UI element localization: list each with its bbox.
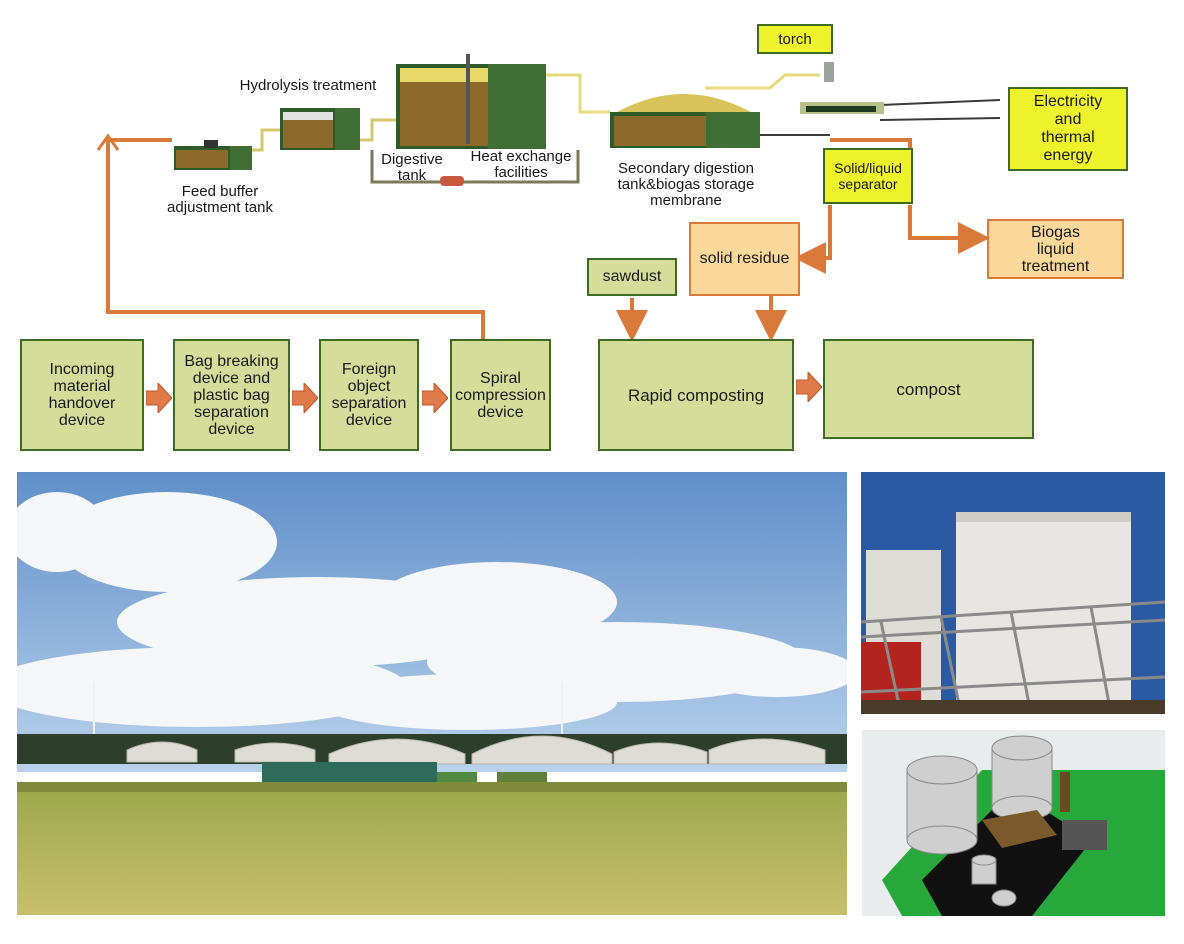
torch-label: torch: [778, 30, 812, 48]
plant-3d-model-render: [862, 730, 1165, 916]
line-to-biogas-liquid: [908, 205, 990, 254]
sawdust-box: sawdust: [587, 258, 677, 296]
label-heat-exchange: Heat exchange facilities: [470, 148, 572, 181]
label-feed-buffer-tank: Feed buffer adjustment tank: [167, 183, 273, 216]
secondary-digestion-tank: [610, 94, 760, 148]
solid-residue-label: solid residue: [699, 250, 790, 267]
arrow-right-icon: [292, 383, 318, 413]
process-diagram: Hydrolysis treatment Feed buffer adjustm…: [0, 0, 1184, 465]
step-spiral-compression-label: Spiral compression device: [455, 369, 546, 421]
step-incoming-material-label: Incoming material handover device: [48, 361, 116, 429]
pipe-digestive-top: [540, 73, 610, 114]
pipe-secondary-gas: [705, 73, 820, 90]
feed-return-line: [106, 138, 485, 342]
line-separator-top: [830, 138, 912, 150]
pipe-to-energy: [879, 99, 1001, 121]
rapid-composting-box: Rapid composting: [598, 339, 794, 451]
rapid-composting-label: Rapid composting: [627, 385, 765, 405]
label-secondary-digestion: Secondary digestion tank&biogas storage …: [617, 160, 755, 209]
solid-residue-box: solid residue: [689, 222, 800, 296]
feed-buffer-tank: [174, 140, 252, 170]
arrow-right-icon: [146, 383, 172, 413]
sawdust-label: sawdust: [602, 268, 662, 285]
biogas-liquid-treatment-box: Biogas liquid treatment: [987, 219, 1124, 279]
compost-box: compost: [823, 339, 1034, 439]
arrow-right-icon: [796, 372, 822, 402]
solid-liquid-separator-box: Solid/liquid separator: [823, 148, 913, 204]
biogas-plant-landscape-photo: [17, 472, 847, 915]
pipe-buffer-hydrolysis: [250, 128, 282, 152]
pipe-hydrolysis-digestive: [358, 118, 396, 142]
pipe-heat-exchange-loop: [370, 150, 580, 184]
step-bag-breaking-label: Bag breaking device and plastic bag sepa…: [184, 352, 279, 438]
torch-unit: [800, 62, 884, 114]
step-foreign-object: Foreign object separation device: [319, 339, 419, 451]
arrow-right-icon: [422, 383, 448, 413]
label-hydrolysis-treatment: Hydrolysis treatment: [239, 77, 377, 94]
feed-return-arrowhead: [96, 133, 120, 151]
line-to-solid-residue: [794, 205, 832, 274]
label-digestive-tank: Digestive tank: [381, 151, 443, 184]
compost-label: compost: [896, 379, 961, 399]
pump-icon: [440, 176, 464, 186]
separator-label: Solid/liquid separator: [834, 160, 902, 192]
step-incoming-material: Incoming material handover device: [20, 339, 144, 451]
diagram-pipes: [96, 73, 1001, 342]
torch-box: torch: [757, 24, 833, 54]
hydrolysis-tank: [280, 108, 360, 150]
step-foreign-object-label: Foreign object separation device: [331, 361, 407, 429]
digestive-tank: [396, 54, 546, 149]
step-spiral-compression: Spiral compression device: [450, 339, 551, 451]
electricity-thermal-label: Electricity and thermal energy: [1033, 93, 1103, 164]
step-bag-breaking: Bag breaking device and plastic bag sepa…: [173, 339, 290, 451]
biogas-liquid-label: Biogas liquid treatment: [1021, 223, 1090, 275]
electricity-thermal-box: Electricity and thermal energy: [1008, 87, 1128, 171]
storage-tank-facility-photo: [861, 472, 1165, 714]
